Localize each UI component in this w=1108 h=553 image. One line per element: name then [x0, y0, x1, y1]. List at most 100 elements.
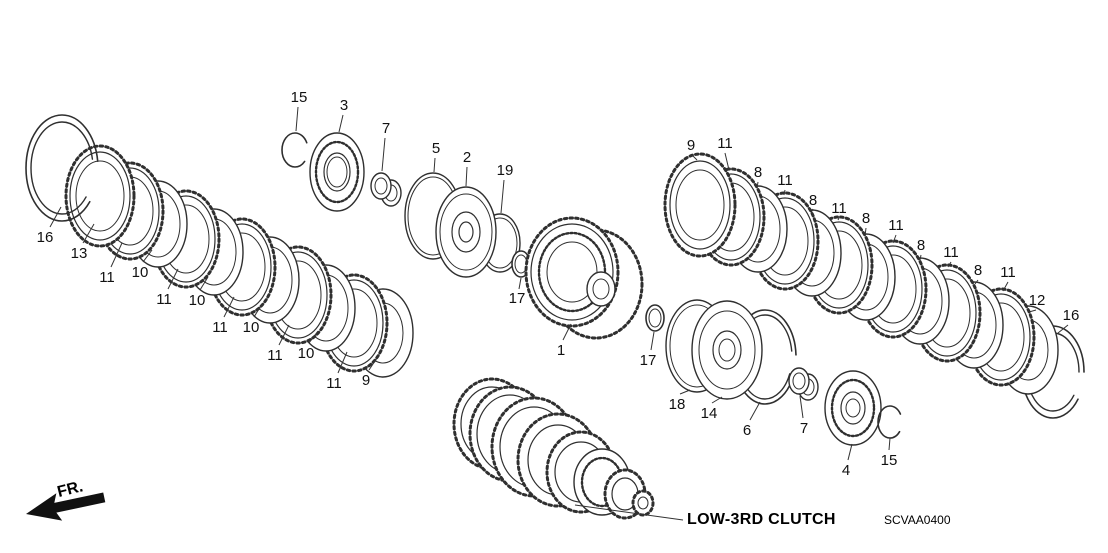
part-callout-1-19: 1 — [557, 342, 565, 359]
part-callout-17-18: 17 — [509, 290, 526, 307]
part-15-snap-ring-small — [281, 132, 309, 168]
callout-leader-11-27 — [892, 234, 897, 244]
part-callout-10-9: 10 — [298, 345, 315, 362]
callout-leader-10-9 — [308, 330, 319, 344]
part-callout-17-34: 17 — [640, 352, 657, 369]
callout-leader-15-12 — [295, 106, 299, 132]
piston-spring-group — [281, 132, 531, 278]
part-callout-14-36: 14 — [701, 405, 718, 422]
callout-leader-9-20 — [691, 154, 698, 161]
lower-piston-group — [645, 299, 903, 446]
part-callout-19-17: 19 — [497, 162, 514, 179]
right-clutch-stack — [663, 152, 1085, 419]
part-3-clutch-piston — [309, 132, 365, 212]
callout-leader-8-22 — [756, 181, 759, 189]
part-callout-15-12: 15 — [291, 89, 308, 106]
part-callout-11-6: 11 — [212, 319, 228, 336]
part-callout-7-38: 7 — [800, 420, 808, 437]
part-15-snap-ring-small — [877, 405, 903, 439]
callout-leader-8-24 — [810, 208, 814, 214]
part-callout-11-27: 11 — [888, 217, 904, 234]
callout-leader-7-38 — [799, 395, 804, 419]
callout-leader-10-7 — [253, 303, 263, 318]
part-callout-6-37: 6 — [743, 422, 751, 439]
part-17-o-ring — [645, 304, 665, 332]
part-callout-11-21: 11 — [717, 135, 733, 152]
part-callout-16-33: 16 — [1063, 307, 1080, 324]
part-callout-11-10: 11 — [326, 375, 342, 392]
part-callout-8-24: 8 — [809, 192, 817, 209]
callout-leader-7-14 — [381, 137, 386, 172]
callout-leader-15-40 — [888, 437, 891, 451]
part-2-spring-retainer — [435, 186, 497, 278]
low-3rd-clutch-assembly — [452, 377, 684, 521]
part-callout-15-40: 15 — [881, 452, 898, 469]
callout-leader-12-32 — [1028, 309, 1037, 313]
callout-leader-11-6 — [223, 296, 235, 318]
callout-leader-11-2 — [110, 242, 123, 268]
part-7-washer-front — [788, 367, 810, 395]
callout-leader-16-0 — [49, 206, 62, 228]
part-1-clutch-drum — [524, 216, 644, 340]
callout-leader-11-23 — [783, 189, 786, 196]
part-4-spring-retainer — [824, 370, 882, 446]
part-callout-11-31: 11 — [1000, 264, 1016, 281]
callout-leader-10-5 — [199, 276, 209, 291]
part-callout-9-20: 9 — [687, 137, 695, 154]
part-callout-11-23: 11 — [777, 172, 793, 189]
callout-leader-11-25 — [837, 217, 840, 221]
part-callout-11-29: 11 — [943, 244, 959, 261]
part-callout-18-35: 18 — [669, 396, 686, 413]
part-callout-11-8: 11 — [267, 347, 283, 364]
callout-leader-11-31 — [1002, 281, 1009, 292]
part-callout-16-0: 16 — [37, 229, 54, 246]
part-callout-8-26: 8 — [862, 210, 870, 227]
part-13-end-plate — [64, 144, 136, 248]
callout-leader-10-3 — [142, 249, 153, 263]
callout-leader-6-37 — [749, 401, 761, 421]
part-callout-5-15: 5 — [432, 140, 440, 157]
assembly-leader-line — [574, 504, 684, 521]
part-callout-12-32: 12 — [1029, 292, 1046, 309]
callout-leader-5-15 — [433, 157, 436, 173]
part-callout-8-22: 8 — [754, 164, 762, 181]
part-callout-10-3: 10 — [132, 264, 149, 281]
part-callout-8-30: 8 — [974, 262, 982, 279]
diagram-code: SCVAA0400 — [884, 513, 951, 527]
fr-direction-arrow — [26, 492, 106, 521]
part-callout-7-14: 7 — [382, 120, 390, 137]
callout-leader-3-13 — [338, 114, 344, 133]
part-16-snap-ring — [25, 114, 99, 222]
part-callout-11-25: 11 — [831, 200, 847, 217]
callout-leader-18-35 — [679, 389, 691, 395]
part-callout-11-4: 11 — [156, 291, 172, 308]
callout-leader-11-4 — [167, 268, 179, 290]
callout-leader-4-39 — [847, 443, 853, 461]
part-9-end-plate — [663, 152, 737, 258]
left-clutch-stack — [25, 114, 414, 378]
callout-leader-11-29 — [947, 261, 952, 268]
part-14-clutch-piston — [691, 300, 763, 400]
part-callout-8-28: 8 — [917, 237, 925, 254]
callout-leader-19-17 — [500, 179, 505, 214]
assembly-title: LOW-3RD CLUTCH — [687, 511, 836, 528]
part-callout-9-11: 9 — [362, 372, 370, 389]
callout-leader-1-19 — [562, 323, 572, 341]
part-callout-10-7: 10 — [243, 319, 260, 336]
callout-leader-11-8 — [278, 324, 290, 346]
callout-leader-11-10 — [337, 351, 348, 374]
callout-leader-8-28 — [919, 254, 922, 261]
part-callout-11-2: 11 — [99, 269, 115, 286]
part-callout-3-13: 3 — [340, 97, 348, 114]
part-7-washer-front — [370, 172, 392, 200]
callout-leader-8-26 — [864, 227, 867, 237]
callout-leader-16-33 — [1057, 324, 1069, 334]
part-callout-10-5: 10 — [189, 292, 206, 309]
part-callout-13-1: 13 — [71, 245, 88, 262]
callout-leader-14-36 — [711, 396, 723, 404]
callout-leader-17-34 — [650, 331, 655, 351]
callout-leader-17-18 — [518, 277, 522, 290]
